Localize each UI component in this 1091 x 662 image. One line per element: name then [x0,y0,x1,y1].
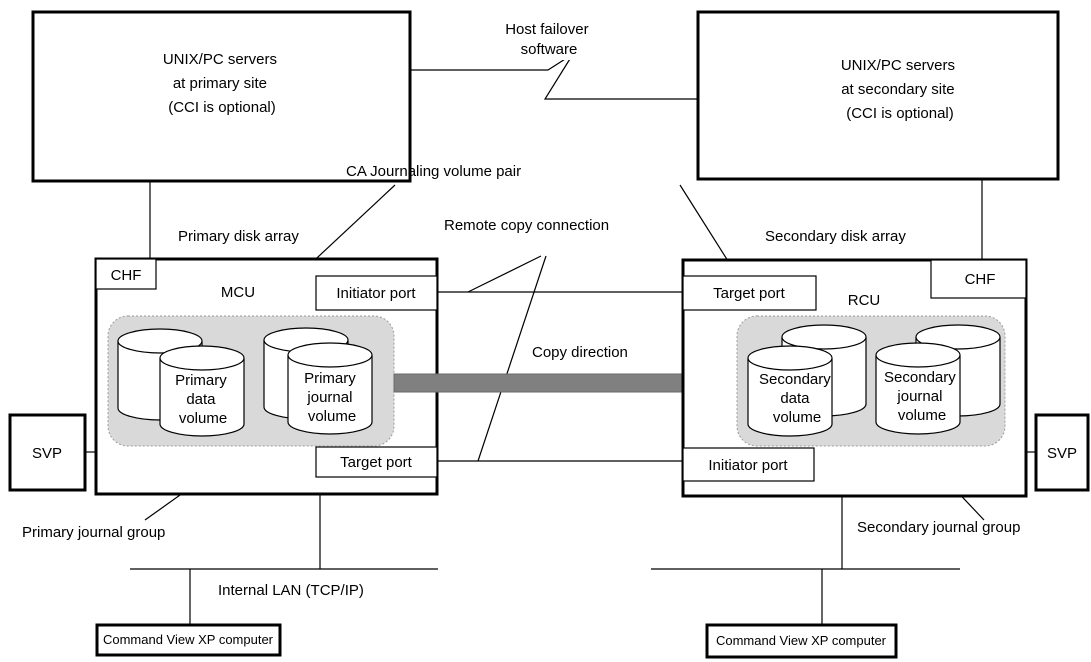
primary-journal-group-label: Primary journal group [22,524,165,541]
secondary-svp-label: SVP [1047,445,1077,462]
copy-direction-arrow [393,361,720,405]
primary-target-port [315,446,438,478]
primary-data-volume-label: Primary data volume [175,372,231,427]
remote-copy-label: Remote copy connection [444,217,609,234]
internal-lan-label: Internal LAN (TCP/IP) [218,582,364,599]
left-computer-box [95,623,282,657]
ca-pair-label: CA Journaling volume pair [346,163,521,180]
primary-chf-label: CHF [111,267,142,284]
secondary-unit-label: RCU [848,292,881,309]
primary-svp-box [8,413,87,492]
primary-journal-volume [263,327,373,435]
host-failover-label: Host failover software [505,21,593,58]
host-failover-bg [494,18,604,60]
secondary-chf-label: CHF [965,271,996,288]
primary-data-volume [117,328,245,437]
primary-target-port-label: Target port [340,454,413,471]
right-computer-box [705,623,898,659]
copy-direction-label: Copy direction [532,344,628,361]
secondary-journal-volume-label: Secondary journal volume [884,369,960,424]
host-failover-link [410,53,698,100]
secondary-data-volume-label: Secondary data volume [759,371,835,426]
secondary-target-port-label: Target port [713,285,786,302]
secondary-disk-array-label: Secondary disk array [765,228,906,245]
primary-svp-label: SVP [32,445,62,462]
secondary-data-volume [747,324,867,437]
secondary-journal-group-label: Secondary journal group [857,519,1020,536]
primary-servers-label: UNIX/PC servers at primary site (CCI is … [163,51,281,116]
primary-journal-volume-label: Primary journal volume [304,370,360,425]
secondary-chf-box [930,259,1027,299]
left-computer-label: Command View XP computer [103,632,274,647]
secondary-initiator-port-label: Initiator port [708,457,788,474]
right-computer-label: Command View XP computer [716,633,887,648]
secondary-target-port [682,275,817,311]
secondary-servers-box [696,10,1060,181]
primary-chf-box [95,258,157,290]
secondary-initiator-port [682,447,815,482]
secondary-servers-label: UNIX/PC servers at secondary site (CCI i… [841,57,959,122]
secondary-svp-box [1034,413,1090,492]
remote-copy-pointer-b [477,255,547,462]
secondary-journal-volume [875,324,1001,435]
primary-initiator-port-label: Initiator port [336,285,416,302]
primary-servers-box [31,10,412,183]
primary-unit-label: MCU [221,284,255,301]
primary-disk-array-label: Primary disk array [178,228,299,245]
primary-initiator-port [315,275,438,311]
remote-copy-pointer-a [467,255,542,293]
